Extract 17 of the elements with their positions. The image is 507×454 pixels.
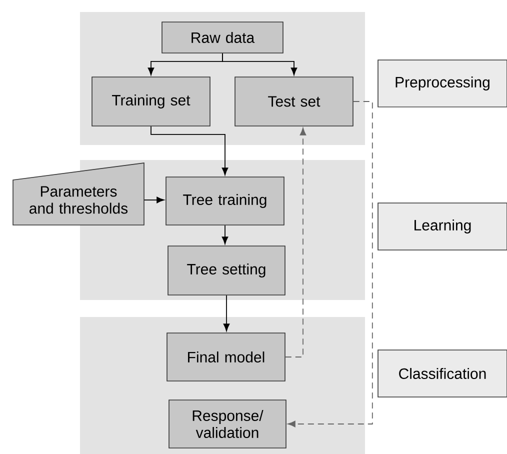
arrow <box>223 294 230 332</box>
process-box: Response/ validation <box>168 400 286 448</box>
process-box: Tree training <box>166 176 284 226</box>
stage-box: Classification <box>378 350 507 398</box>
arrow <box>222 224 228 244</box>
process-box: Tree setting <box>168 246 286 296</box>
process-box: Test set <box>234 76 354 126</box>
process-box: Raw data <box>162 22 284 54</box>
process-box: Final model <box>166 332 286 382</box>
arrow <box>288 101 373 428</box>
arrow <box>150 126 228 176</box>
stage-box: Learning <box>378 202 507 250</box>
arrow <box>284 128 306 358</box>
process-box: Training set <box>92 76 210 126</box>
arrow <box>222 52 298 76</box>
stage-box: Preprocessing <box>378 60 507 108</box>
arrow <box>144 196 164 204</box>
